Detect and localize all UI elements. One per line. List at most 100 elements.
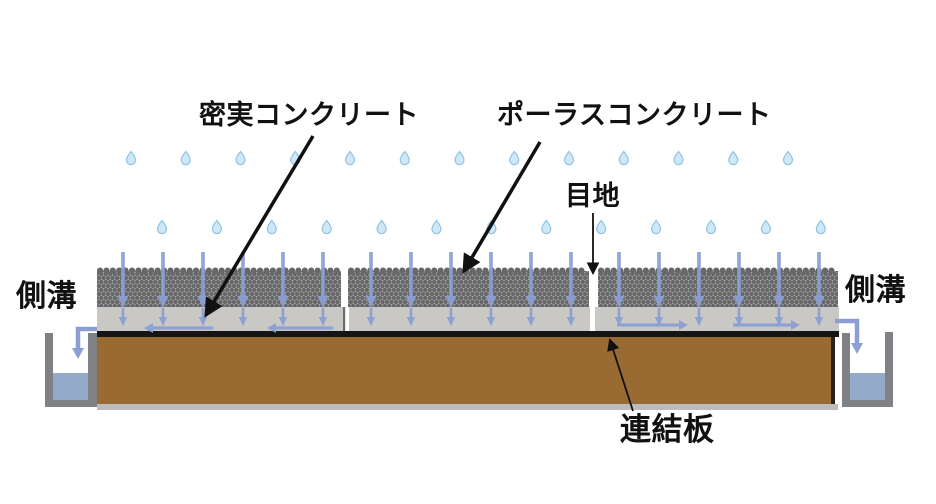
gutter-left-bottom [45,400,97,407]
rain-drop-icon [815,219,826,235]
infiltration-arrow-icon [813,252,825,308]
rain-drop-icon [782,150,794,166]
water-flow-arrows [72,252,863,359]
seepage-arrow-icon [406,308,416,326]
roadbed-base-strip [97,404,838,410]
outfall-arrowhead-icon [72,348,84,359]
infiltration-arrow-icon [365,252,377,308]
roadbed-soil-right-edge [831,337,835,404]
joint-label: 目地 [565,181,620,211]
seepage-arrow-icon [694,308,704,326]
porous-concrete-arrow [462,141,542,274]
infiltration-arrow-icon [157,252,169,308]
seepage-arrow-icon [158,308,168,326]
porous-concrete-layer [97,267,838,307]
lateral-drainage-arrow-icon [733,320,800,330]
gutter-left-water [53,373,88,400]
dense-concrete-arrow [204,135,315,318]
outfall-arrow-icon [75,326,97,348]
seepage-arrow-icon [734,308,744,326]
rain-drop-icon [376,219,387,235]
rain-drop-icon [266,219,277,235]
rain-drop-icon [211,219,222,235]
gutter-left-channel [45,333,97,407]
gutter-left-label: 側溝 [16,280,77,313]
gutter-right-bottom [842,400,893,407]
infiltration-arrow-icon [613,252,625,308]
infiltration-arrow-icon [653,252,665,308]
infiltration-arrow-icon [733,252,745,308]
seepage-arrow-icon [526,308,536,326]
joint-slit-left [345,307,349,331]
seepage-arrow-icon [446,308,456,326]
infiltration-arrow-icon [277,252,289,308]
infiltration-arrow-icon [405,252,417,308]
infiltration-arrow-icon [237,252,249,308]
gutter-right-inner-wall [842,333,850,407]
gutter-left-inner-wall [88,333,97,407]
infiltration-arrow-icon [445,252,457,308]
infiltration-arrow-icon [485,252,497,308]
rain-drop-icon [650,219,662,235]
rain-drop-icon [431,219,442,235]
lateral-drainage-arrow-icon [267,323,333,333]
joint-slit-right [590,307,595,331]
rain-drop-icon [125,150,137,166]
rain-drop-icon [760,219,772,235]
rain-drops [125,150,826,235]
seepage-arrow-icon [814,308,824,326]
rain-drop-icon [596,219,607,235]
connecting-plate-arrow [607,338,634,412]
outfall-arrow-icon [835,318,860,343]
gutter-left-outer-wall [45,333,53,407]
gutter-right-outer-wall [885,332,893,407]
rain-drop-icon [541,219,552,235]
seepage-arrow-icon [566,308,576,326]
infiltration-arrow-icon [565,252,577,308]
rain-drop-icon [618,150,629,166]
seepage-arrow-icon [238,308,248,326]
rain-drop-icon [399,150,410,166]
porous-concrete-slab [598,271,838,307]
seepage-arrow-icon [118,308,128,326]
connecting-plate [97,331,839,337]
rain-drop-icon [509,150,520,166]
lateral-drainage-arrow-icon [144,323,213,333]
rain-drop-icon [673,150,684,166]
seepage-arrow-icon [278,308,288,326]
rain-drop-icon [156,219,168,235]
rain-drop-icon [321,219,332,235]
lateral-drainage-arrow-icon [617,320,688,330]
roadbed-soil [97,337,835,404]
rain-drop-icon [454,150,465,166]
connecting-plate-label: 連結板 [620,412,715,447]
infiltration-arrow-icon [525,252,537,308]
porous-concrete-slab [97,271,341,307]
seepage-arrow-icon [614,308,624,326]
rain-drop-icon [563,150,575,166]
rain-drop-icon [180,150,191,166]
callout-arrows [204,135,634,412]
joint-line-left [343,307,345,331]
seepage-arrow-icon [774,308,784,326]
outfall-arrowhead-icon [851,343,863,354]
seepage-arrow-icon [486,308,496,326]
porous-concrete-label: ポーラスコンクリート [497,100,772,130]
rain-drop-icon [344,150,356,166]
porous-concrete-slab [348,271,589,307]
seepage-arrow-icon [654,308,664,326]
dense-concrete-label: 密実コンクリート [199,100,419,130]
infiltration-arrow-icon [317,252,329,308]
rain-drop-icon [235,150,246,166]
seepage-arrow-icon [318,308,328,326]
gutter-right-channel [842,332,893,407]
seepage-arrow-icon [366,308,376,326]
infiltration-arrow-icon [117,252,129,308]
infiltration-arrow-icon [197,252,209,308]
rain-drop-icon [728,150,739,166]
gutter-right-label: 側溝 [845,274,906,307]
infiltration-arrow-icon [693,252,705,308]
rain-drop-icon [705,219,717,235]
